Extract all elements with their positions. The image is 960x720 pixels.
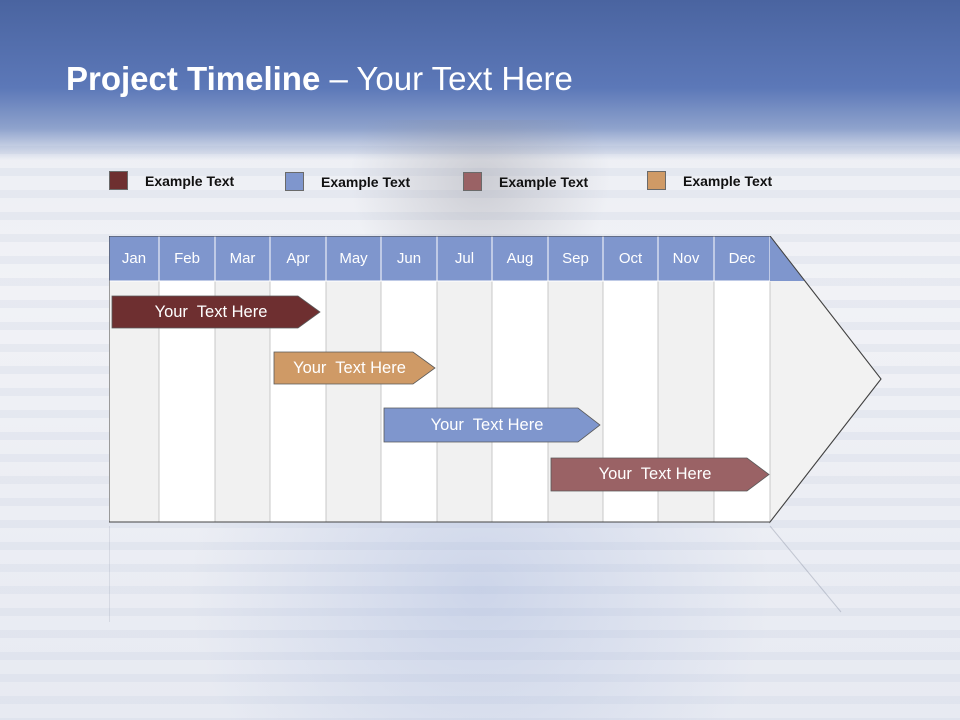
timeline-graphic <box>109 236 882 622</box>
month-label-oct: Oct <box>618 250 643 267</box>
month-header-cell-dec <box>713 236 771 282</box>
legend-item-1: Example Text <box>109 171 234 190</box>
month-label-sep: Sep <box>562 250 589 267</box>
month-label-jun: Jun <box>396 250 422 267</box>
legend-swatch-2 <box>285 172 304 191</box>
legend-swatch-4 <box>647 171 666 190</box>
month-header-cell-feb <box>158 236 216 282</box>
month-header-cell-jun <box>380 236 438 282</box>
month-label-jan: Jan <box>121 250 147 267</box>
month-header-cell-oct <box>602 236 659 282</box>
month-label-feb: Feb <box>174 250 200 267</box>
month-header-cell-aug <box>491 236 549 282</box>
title-bold: Project Timeline <box>66 60 321 97</box>
legend-label-4: Example Text <box>683 172 773 189</box>
month-header-cell-nov <box>657 236 715 282</box>
legend-item-2: Example Text <box>285 172 410 191</box>
month-column-jun <box>380 280 438 523</box>
month-header-cell-mar <box>214 236 271 282</box>
legend-swatch-3 <box>463 172 482 191</box>
legend-item-3: Example Text <box>463 172 588 191</box>
task-bar-1 <box>111 295 321 329</box>
month-header-cell-sep <box>547 236 604 282</box>
legend-label-1: Example Text <box>145 172 235 189</box>
task-bar-2 <box>273 351 436 385</box>
task-label-2: Your Text Here <box>293 359 406 377</box>
task-label-4: Your Text Here <box>598 465 712 483</box>
header-band <box>0 0 960 160</box>
timeline-chart: Jan Feb Mar Apr May Jun Jul Aug Sep Oct Nov Dec You… <box>109 236 884 636</box>
month-label-dec: Dec <box>728 250 756 267</box>
month-label-aug: Aug <box>506 250 534 267</box>
legend-label-2: Example Text <box>321 173 411 190</box>
task-label-3: Your Text Here <box>430 416 544 434</box>
month-column-may <box>325 280 382 523</box>
month-header-cell-jan <box>109 236 160 282</box>
task-bar-3 <box>383 407 601 443</box>
month-label-may: May <box>339 250 368 267</box>
timeline-reflection <box>109 525 842 622</box>
month-column-aug <box>491 280 549 523</box>
month-header-cell-may <box>325 236 382 282</box>
legend-swatch-1 <box>109 171 128 190</box>
legend-label-3: Example Text <box>499 173 589 190</box>
month-label-nov: Nov <box>672 250 700 267</box>
task-label-1: Your Text Here <box>154 303 268 321</box>
title-rest: – Your Text Here <box>320 60 573 97</box>
month-column-jul <box>436 280 493 523</box>
slide-title: Project Timeline – Your Text Here <box>66 60 573 98</box>
month-header-cell-apr <box>269 236 327 282</box>
legend-item-4: Example Text <box>647 171 772 190</box>
task-bar-4 <box>550 457 770 492</box>
month-label-jul: Jul <box>454 250 475 267</box>
month-header-cell-jul <box>436 236 493 282</box>
month-label-apr: Apr <box>286 250 310 267</box>
timeline-outline <box>109 236 882 523</box>
month-label-mar: Mar <box>229 250 256 267</box>
legend: Example Text Example Text Example Text E… <box>0 170 960 194</box>
